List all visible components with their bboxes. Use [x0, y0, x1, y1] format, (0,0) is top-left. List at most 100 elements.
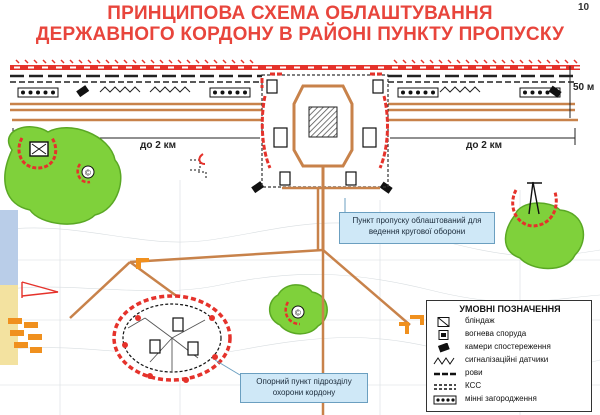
border-dash [364, 66, 370, 69]
ditch-icon [434, 372, 456, 376]
sensor-tick [411, 59, 416, 64]
border-dash [126, 66, 132, 69]
sensor-tick [474, 59, 479, 64]
border-dash [378, 66, 384, 69]
sensor-tick [240, 59, 245, 64]
sensor-tick [150, 59, 155, 64]
border-dash [196, 66, 202, 69]
border-dash [476, 66, 482, 69]
flag-marker [21, 281, 59, 298]
border-dash [154, 66, 160, 69]
sensor-tick [456, 59, 461, 64]
legend-item-label: бліндаж [465, 316, 495, 325]
sensor-tick [114, 59, 119, 64]
mine-barrier [17, 87, 59, 98]
sensor-tick [24, 59, 29, 64]
border-dash [574, 66, 580, 69]
observation-post-mark [198, 153, 206, 165]
border-dash [462, 66, 468, 69]
legend-title: УМОВНІ ПОЗНАЧЕННЯ [459, 304, 561, 314]
border-dash [280, 66, 286, 69]
sensor-tick [69, 59, 74, 64]
sensor-tick [141, 59, 146, 64]
border-dash [532, 66, 538, 69]
sensor-tick [51, 59, 56, 64]
bunker-icon [437, 317, 450, 327]
sensor-tick [555, 59, 560, 64]
state-border-line [10, 65, 580, 70]
border-dash [406, 66, 412, 69]
border-dash [42, 66, 48, 69]
checkpoint-compound [261, 74, 389, 250]
border-dash [266, 66, 272, 69]
border-dash [28, 66, 34, 69]
fire-structure-icon [438, 330, 449, 340]
svg-text:©: © [295, 309, 301, 318]
border-dash [238, 66, 244, 69]
legend-item: вогнева споруда [431, 329, 591, 341]
distance-label-right: до 2 км [466, 140, 502, 151]
border-unit-strongpoint [112, 294, 232, 383]
sensor-tick [159, 59, 164, 64]
border-dash [210, 66, 216, 69]
border-dash [392, 66, 398, 69]
border-dash [350, 66, 356, 69]
sensor-tick [186, 59, 191, 64]
mine-barrier-icon [433, 395, 457, 405]
camera-icon [76, 85, 562, 194]
legend-item-label: камери спостереження [465, 342, 551, 351]
border-dash [322, 66, 328, 69]
sensor-tick [420, 59, 425, 64]
svg-text:©: © [85, 169, 91, 178]
flag-stripe-blue [0, 210, 18, 285]
sensor-tick [78, 59, 83, 64]
sensor-tick [402, 59, 407, 64]
sensor-tick [429, 59, 434, 64]
border-dash [140, 66, 146, 69]
strongpoint-callout: Опорний пункт підрозділу охорони кордону [240, 373, 368, 403]
page-title: ПРИНЦИПОВА СХЕМА ОБЛАШТУВАННЯ [107, 3, 493, 24]
mine-barriers [17, 87, 561, 98]
legend-item: камери спостереження [431, 342, 591, 354]
sensor-tick [87, 59, 92, 64]
border-dash [70, 66, 76, 69]
kss-icon [434, 384, 456, 390]
sensor-tick [528, 59, 533, 64]
sensor-tick [213, 59, 218, 64]
sensor-ticks [15, 59, 578, 64]
sensor-tick [519, 59, 524, 64]
sensor-tick [492, 59, 497, 64]
checkpoint-callout: Пункт пропуску облаштований для ведення … [339, 212, 495, 244]
sensor-tick [465, 59, 470, 64]
legend-item-label: сигналізаційні датчики [465, 355, 549, 364]
flag-stripe-yellow [0, 285, 18, 365]
sensor-tick [537, 59, 542, 64]
border-dash [504, 66, 510, 69]
sensor-tick [510, 59, 515, 64]
sensor-tick [231, 59, 236, 64]
border-dash [560, 66, 566, 69]
sensor-tick [60, 59, 65, 64]
sensor-tick [15, 59, 20, 64]
fire-positions: © © [17, 137, 305, 326]
sensor-tick [393, 59, 398, 64]
sensor-tick [96, 59, 101, 64]
legend-item-label: КСС [465, 381, 482, 390]
sensor-tick [204, 59, 209, 64]
border-dash [448, 66, 454, 69]
sensor-tick [501, 59, 506, 64]
border-dash [518, 66, 524, 69]
sensor-tick [132, 59, 137, 64]
page-number: 10 [578, 2, 590, 13]
observation-tower [511, 181, 558, 228]
width-label: 50 м [573, 82, 595, 93]
mine-barrier [397, 87, 439, 98]
sensor-icon [433, 357, 455, 365]
sensor-tick [483, 59, 488, 64]
legend-item: мінні загородження [431, 394, 591, 406]
distance-label-left: до 2 км [140, 140, 176, 151]
page-subtitle: ДЕРЖАВНОГО КОРДОНУ В РАЙОНІ ПУНКТУ ПРОПУ… [35, 24, 565, 45]
border-dash [98, 66, 104, 69]
border-dash [336, 66, 342, 69]
border-dash [56, 66, 62, 69]
